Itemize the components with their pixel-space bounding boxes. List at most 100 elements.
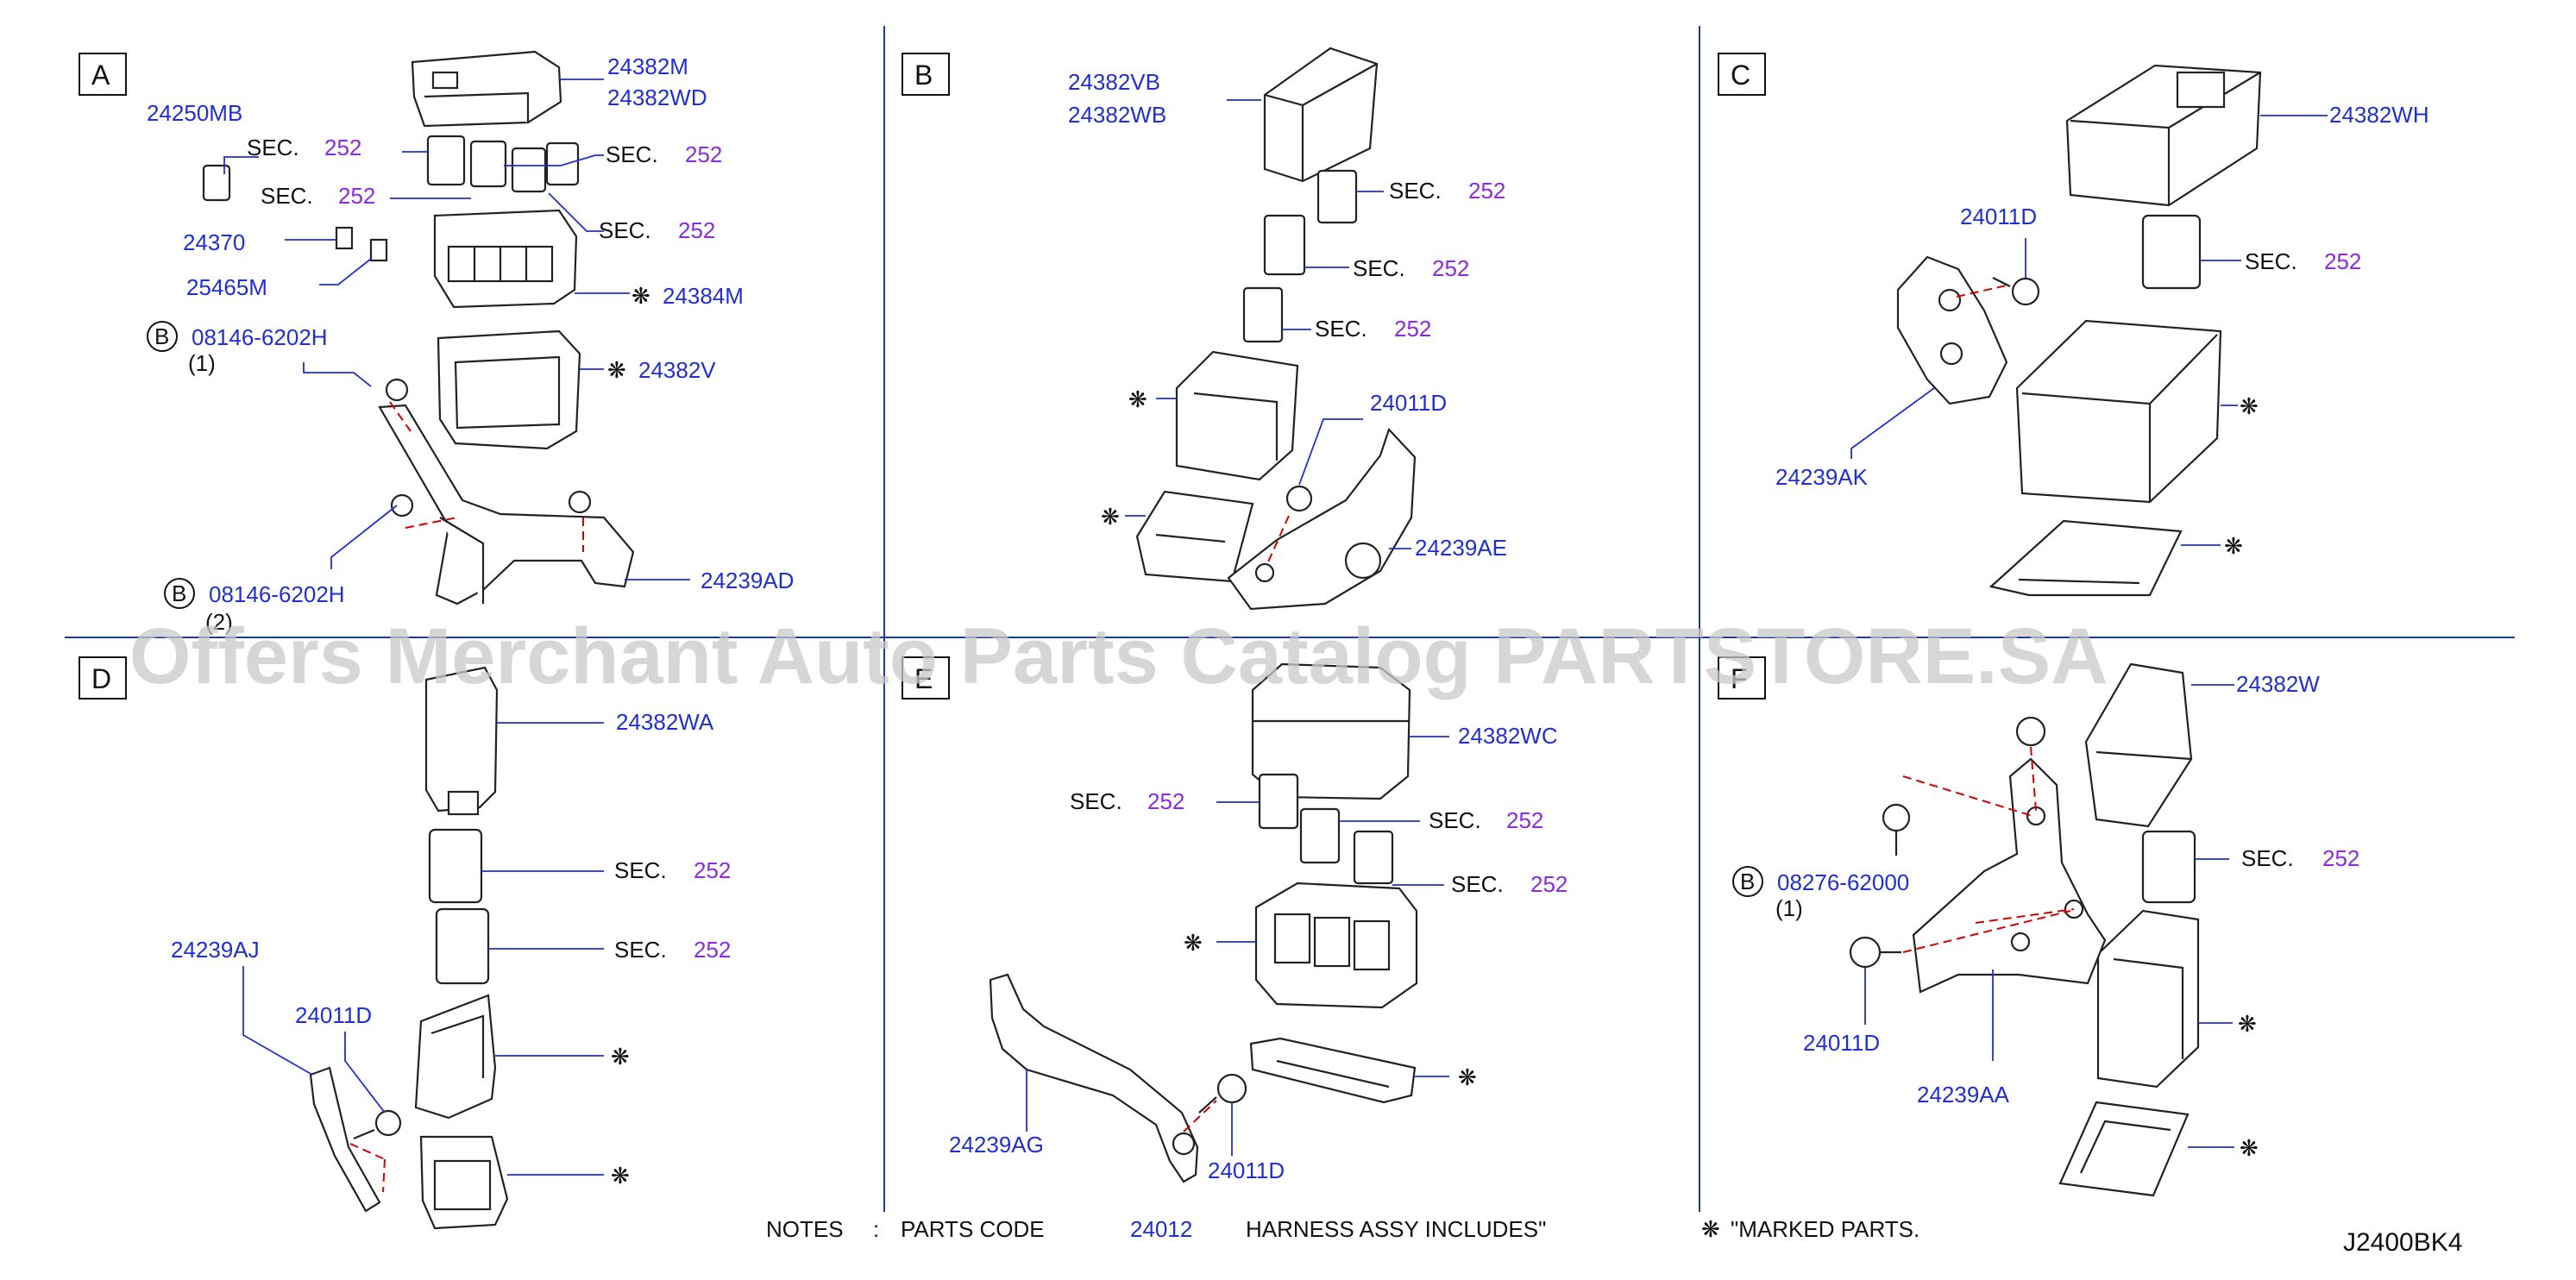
part-bracket-24239ak[interactable] (1896, 255, 2008, 405)
part-bolt-24011d-c[interactable] (1992, 277, 2040, 306)
label-sec-a4-num: 252 (678, 217, 715, 243)
bolt-24011d-b[interactable] (1285, 485, 1313, 512)
part-cover-e[interactable] (1249, 1037, 1417, 1104)
part-relays-a[interactable] (202, 135, 580, 202)
part-cover-b[interactable] (1135, 490, 1254, 583)
label-24011d-e: 24011D (1208, 1158, 1285, 1183)
label-sec-a1-num: 252 (324, 135, 361, 160)
label-24011d-d: 24011D (295, 1002, 372, 1028)
label-sec-e2-num: 252 (1506, 807, 1543, 833)
label-sec-e1: SEC. (1070, 788, 1122, 814)
part-cover-24382wh[interactable] (2065, 64, 2262, 207)
label-sec-b1: SEC. (1389, 178, 1442, 204)
part-cover-24382m[interactable] (411, 50, 562, 128)
label-sec-d1-num: 252 (694, 857, 731, 883)
part-bolt-24011d-e[interactable] (1198, 1073, 1247, 1114)
marked-holder-c-symbol: ❋ (2240, 393, 2259, 419)
part-cover-c[interactable] (1989, 519, 2183, 597)
marked-block-e-symbol: ❋ (1184, 930, 1203, 956)
notes-harness: HARNESS ASSY INCLUDES" (1246, 1216, 1546, 1242)
label-bolt-f1-qty: (1) (1775, 895, 1803, 921)
label-24239ag: 24239AG (949, 1132, 1044, 1158)
bolt-marker-a2 (164, 578, 195, 609)
panel-f-letter: F (1731, 663, 1748, 694)
part-relays-b[interactable] (1242, 169, 1358, 343)
label-24239aa: 24239AA (1917, 1082, 2010, 1107)
part-bracket-24239ag[interactable] (989, 973, 1199, 1183)
label-24382wb: 24382WB (1068, 102, 1166, 128)
label-sec-d2-num: 252 (694, 937, 731, 963)
part-bracket-24239ae[interactable] (1227, 427, 1417, 611)
panel-a-letter-box (79, 53, 127, 96)
label-sec-b2: SEC. (1353, 255, 1405, 281)
label-sec-c1: SEC. (2245, 248, 2297, 274)
part-cover-24382w[interactable] (2084, 662, 2193, 828)
part-cover-24382vb[interactable] (1263, 47, 1379, 183)
part-cover-f[interactable] (2058, 1101, 2190, 1197)
marked-24384m-symbol: ❋ (631, 283, 650, 309)
marked-holder-d-symbol: ❋ (611, 1044, 630, 1070)
label-sec-e1-num: 252 (1147, 788, 1184, 814)
bolt-marker-a1 (147, 321, 178, 352)
label-bolt-a2-qty: (2) (205, 609, 233, 635)
part-holder-f[interactable] (2096, 909, 2200, 1089)
part-fuses-24370[interactable] (335, 226, 388, 262)
part-relays-e[interactable] (1258, 773, 1394, 885)
part-block-e[interactable] (1254, 882, 1418, 1009)
part-cover-d[interactable] (419, 1135, 509, 1230)
notes-marked-symbol: ❋ (1701, 1216, 1720, 1242)
label-24384m: 24384M (663, 283, 744, 309)
panel-a-letter: A (91, 60, 110, 91)
label-bolt-a1: 08146-6202H (192, 324, 328, 350)
label-sec-a2: SEC. (606, 141, 658, 167)
label-24382m: 24382M (607, 53, 688, 79)
part-housing-24382v[interactable] (437, 329, 581, 450)
panel-b-letter: B (914, 60, 933, 91)
part-holder-c[interactable] (2015, 319, 2222, 504)
label-sec-e2: SEC. (1429, 807, 1481, 833)
part-bracket-24239aa[interactable] (1912, 757, 2107, 994)
label-sec-f1-num: 252 (2322, 845, 2359, 871)
panel-grid (65, 26, 2515, 1212)
part-fuse-block-24384m[interactable] (433, 209, 578, 309)
part-bracket-24239aj[interactable] (309, 1066, 381, 1213)
part-nut-f[interactable] (2015, 716, 2046, 747)
part-bolt-24011d-f[interactable] (1849, 936, 1901, 969)
label-sec-f1: SEC. (2241, 845, 2294, 871)
part-holder-d[interactable] (414, 994, 497, 1120)
label-24382wa: 24382WA (616, 709, 714, 735)
part-bracket-24239ad[interactable] (378, 378, 635, 605)
part-relay-c[interactable] (2141, 214, 2202, 290)
marked-24382v-symbol: ❋ (607, 357, 626, 383)
panel-e-leaders (1026, 736, 1449, 1156)
part-relay-f[interactable] (2141, 830, 2196, 904)
label-24239aj: 24239AJ (171, 937, 260, 963)
panel-d-letter-box (79, 656, 127, 700)
notes-footer: NOTES : PARTS CODE 24012 HARNESS ASSY IN… (766, 1216, 1919, 1242)
label-24011d-c: 24011D (1960, 204, 2037, 229)
panel-d: D (79, 656, 731, 1230)
panel-f: F (1718, 656, 2359, 1197)
part-relays-d[interactable] (428, 828, 490, 985)
panel-f-letter-box (1718, 656, 1766, 700)
part-bolt-08276-f[interactable] (1882, 803, 1911, 856)
part-bolt-24011d-d[interactable] (353, 1109, 402, 1140)
label-sec-b3: SEC. (1315, 316, 1367, 342)
panel-c-leaders (1850, 115, 2328, 546)
panel-d-leaders (242, 722, 604, 1176)
part-cover-24382wa[interactable] (424, 666, 499, 816)
label-sec-e3-num: 252 (1530, 871, 1568, 897)
part-relay-24250mb[interactable] (202, 164, 231, 202)
label-24382vb: 24382VB (1068, 69, 1160, 95)
panel-b-red-refs (1266, 515, 1290, 567)
label-sec-b1-num: 252 (1468, 178, 1505, 204)
part-holder-b[interactable] (1175, 350, 1299, 481)
bolt-marker-a1-letter: B (154, 323, 169, 349)
label-sec-d1: SEC. (614, 857, 667, 883)
panel-a: A (79, 50, 794, 635)
panel-f-leaders (1864, 684, 2234, 1148)
panel-c-red-refs (1956, 284, 2011, 298)
panel-d-letter: D (91, 663, 111, 694)
label-24382wd: 24382WD (607, 85, 707, 110)
